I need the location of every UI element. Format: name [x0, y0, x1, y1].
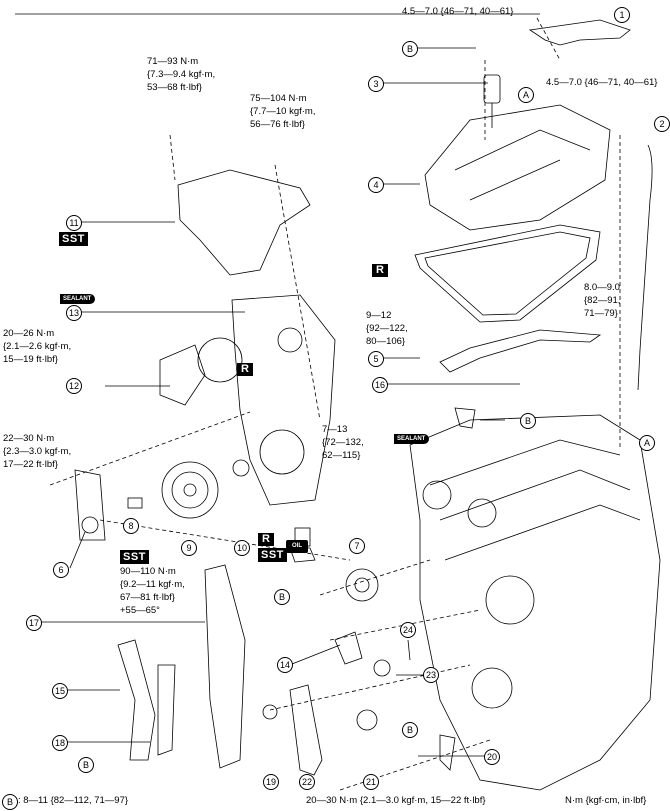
- torque-spec-pump-kgf: {2.1—2.6 kgf·m,: [3, 341, 72, 352]
- sst-badge-pulley: SST: [120, 550, 149, 564]
- torque-spec-tensioner-ftlbf: 17—22 ft·lbf}: [3, 459, 58, 470]
- callout-5: 5: [368, 351, 384, 367]
- callout-24: 24: [400, 622, 416, 638]
- callout-14: 14: [277, 657, 293, 673]
- sst-badge-tool: SST: [258, 548, 287, 562]
- torque-spec-mount2-kgf: {7.7—10 kgf·m,: [250, 106, 316, 117]
- callout-21: 21: [363, 774, 379, 790]
- callout-3: 3: [368, 76, 384, 92]
- callout-23: 23: [423, 667, 439, 683]
- torque-spec-pulley-angle: +55—65°: [120, 605, 160, 616]
- callout-18: 18: [52, 735, 68, 751]
- torque-spec-rail-2: {82—91,: [584, 295, 621, 306]
- torque-spec-b-bolts: : 8—11 {82—112, 71—97}: [18, 795, 129, 806]
- oil-badge: OIL: [286, 540, 308, 553]
- callout-17: 17: [26, 615, 42, 631]
- callout-20: 20: [484, 749, 500, 765]
- torque-spec-rail-1: 8.0—9.0: [584, 282, 620, 293]
- torque-spec-pulley-kgf: {9.2—11 kgf·m,: [120, 579, 185, 590]
- torque-spec-mount-ftlbf: 53—68 ft·lbf}: [147, 82, 202, 93]
- marker-b-guide: B: [78, 757, 94, 773]
- torque-spec-pulley-ftlbf: 67—81 ft·lbf}: [120, 592, 175, 603]
- callout-15: 15: [52, 683, 68, 699]
- callout-11: 11: [66, 215, 82, 231]
- sealant-badge-cover: SEALANT: [60, 294, 96, 304]
- torque-spec-pulley-nm: 90—110 N·m: [120, 566, 176, 577]
- torque-spec-cover-1: 7—13: [322, 424, 348, 435]
- callout-6: 6: [53, 562, 69, 578]
- callout-16: 16: [372, 377, 388, 393]
- sealant-badge-engine: SEALANT: [394, 434, 430, 444]
- torque-spec-tensioner-nm: 22—30 N·m: [3, 433, 55, 444]
- callout-10: 10: [234, 540, 250, 556]
- torque-spec-gasket-1: 9—12: [366, 310, 392, 321]
- marker-a-cover: A: [518, 87, 534, 103]
- callout-4: 4: [368, 177, 384, 193]
- callout-1: 1: [614, 7, 630, 23]
- torque-spec-gasket-2: {92—122,: [366, 323, 408, 334]
- marker-a-dipstick: A: [639, 435, 655, 451]
- callout-8: 8: [123, 518, 139, 534]
- torque-spec-pump-nm: 20—26 N·m: [3, 328, 55, 339]
- torque-spec-mount-kgf: {7.3—9.4 kgf·m,: [147, 69, 216, 80]
- callout-19: 19: [263, 774, 279, 790]
- units-legend: N·m {kgf·cm, in·lbf}: [565, 795, 647, 806]
- callout-2: 2: [654, 116, 670, 132]
- torque-spec-cover-2: {72—132,: [322, 437, 364, 448]
- sst-badge-mount: SST: [59, 232, 88, 246]
- torque-spec-mount-nm: 71—93 N·m: [147, 56, 199, 67]
- callout-22: 22: [299, 774, 315, 790]
- marker-b-legend: B: [2, 794, 18, 810]
- torque-spec-right: 4.5—7.0 {46—71, 40—61}: [546, 77, 658, 88]
- torque-spec-top: 4.5—7.0 {46—71, 40—61}: [402, 6, 514, 17]
- torque-spec-rail-3: 71—79}: [584, 308, 618, 319]
- torque-spec-bottom: 20—30 N·m {2.1—3.0 kgf·m, 15—22 ft·lbf}: [306, 795, 486, 806]
- callout-12: 12: [66, 378, 82, 394]
- torque-spec-gasket-3: 80—106}: [366, 336, 406, 347]
- marker-b-part20: B: [402, 722, 418, 738]
- torque-spec-tensioner-kgf: {2.3—3.0 kgf·m,: [3, 446, 72, 457]
- marker-b-part14: B: [274, 589, 290, 605]
- torque-spec-mount2-nm: 75—104 N·m: [250, 93, 307, 104]
- replace-badge-oring: R: [237, 363, 253, 376]
- torque-spec-cover-3: 62—115}: [322, 450, 361, 461]
- callout-9: 9: [181, 540, 197, 556]
- replace-badge-gasket: R: [372, 264, 388, 277]
- marker-b-coil: B: [402, 41, 418, 57]
- marker-b-part16: B: [520, 413, 536, 429]
- replace-badge-seal: R: [258, 533, 274, 546]
- torque-spec-pump-ftlbf: 15—19 ft·lbf}: [3, 354, 58, 365]
- callout-7: 7: [349, 538, 365, 554]
- torque-spec-mount2-ftlbf: 56—76 ft·lbf}: [250, 119, 305, 130]
- callout-13: 13: [66, 305, 82, 321]
